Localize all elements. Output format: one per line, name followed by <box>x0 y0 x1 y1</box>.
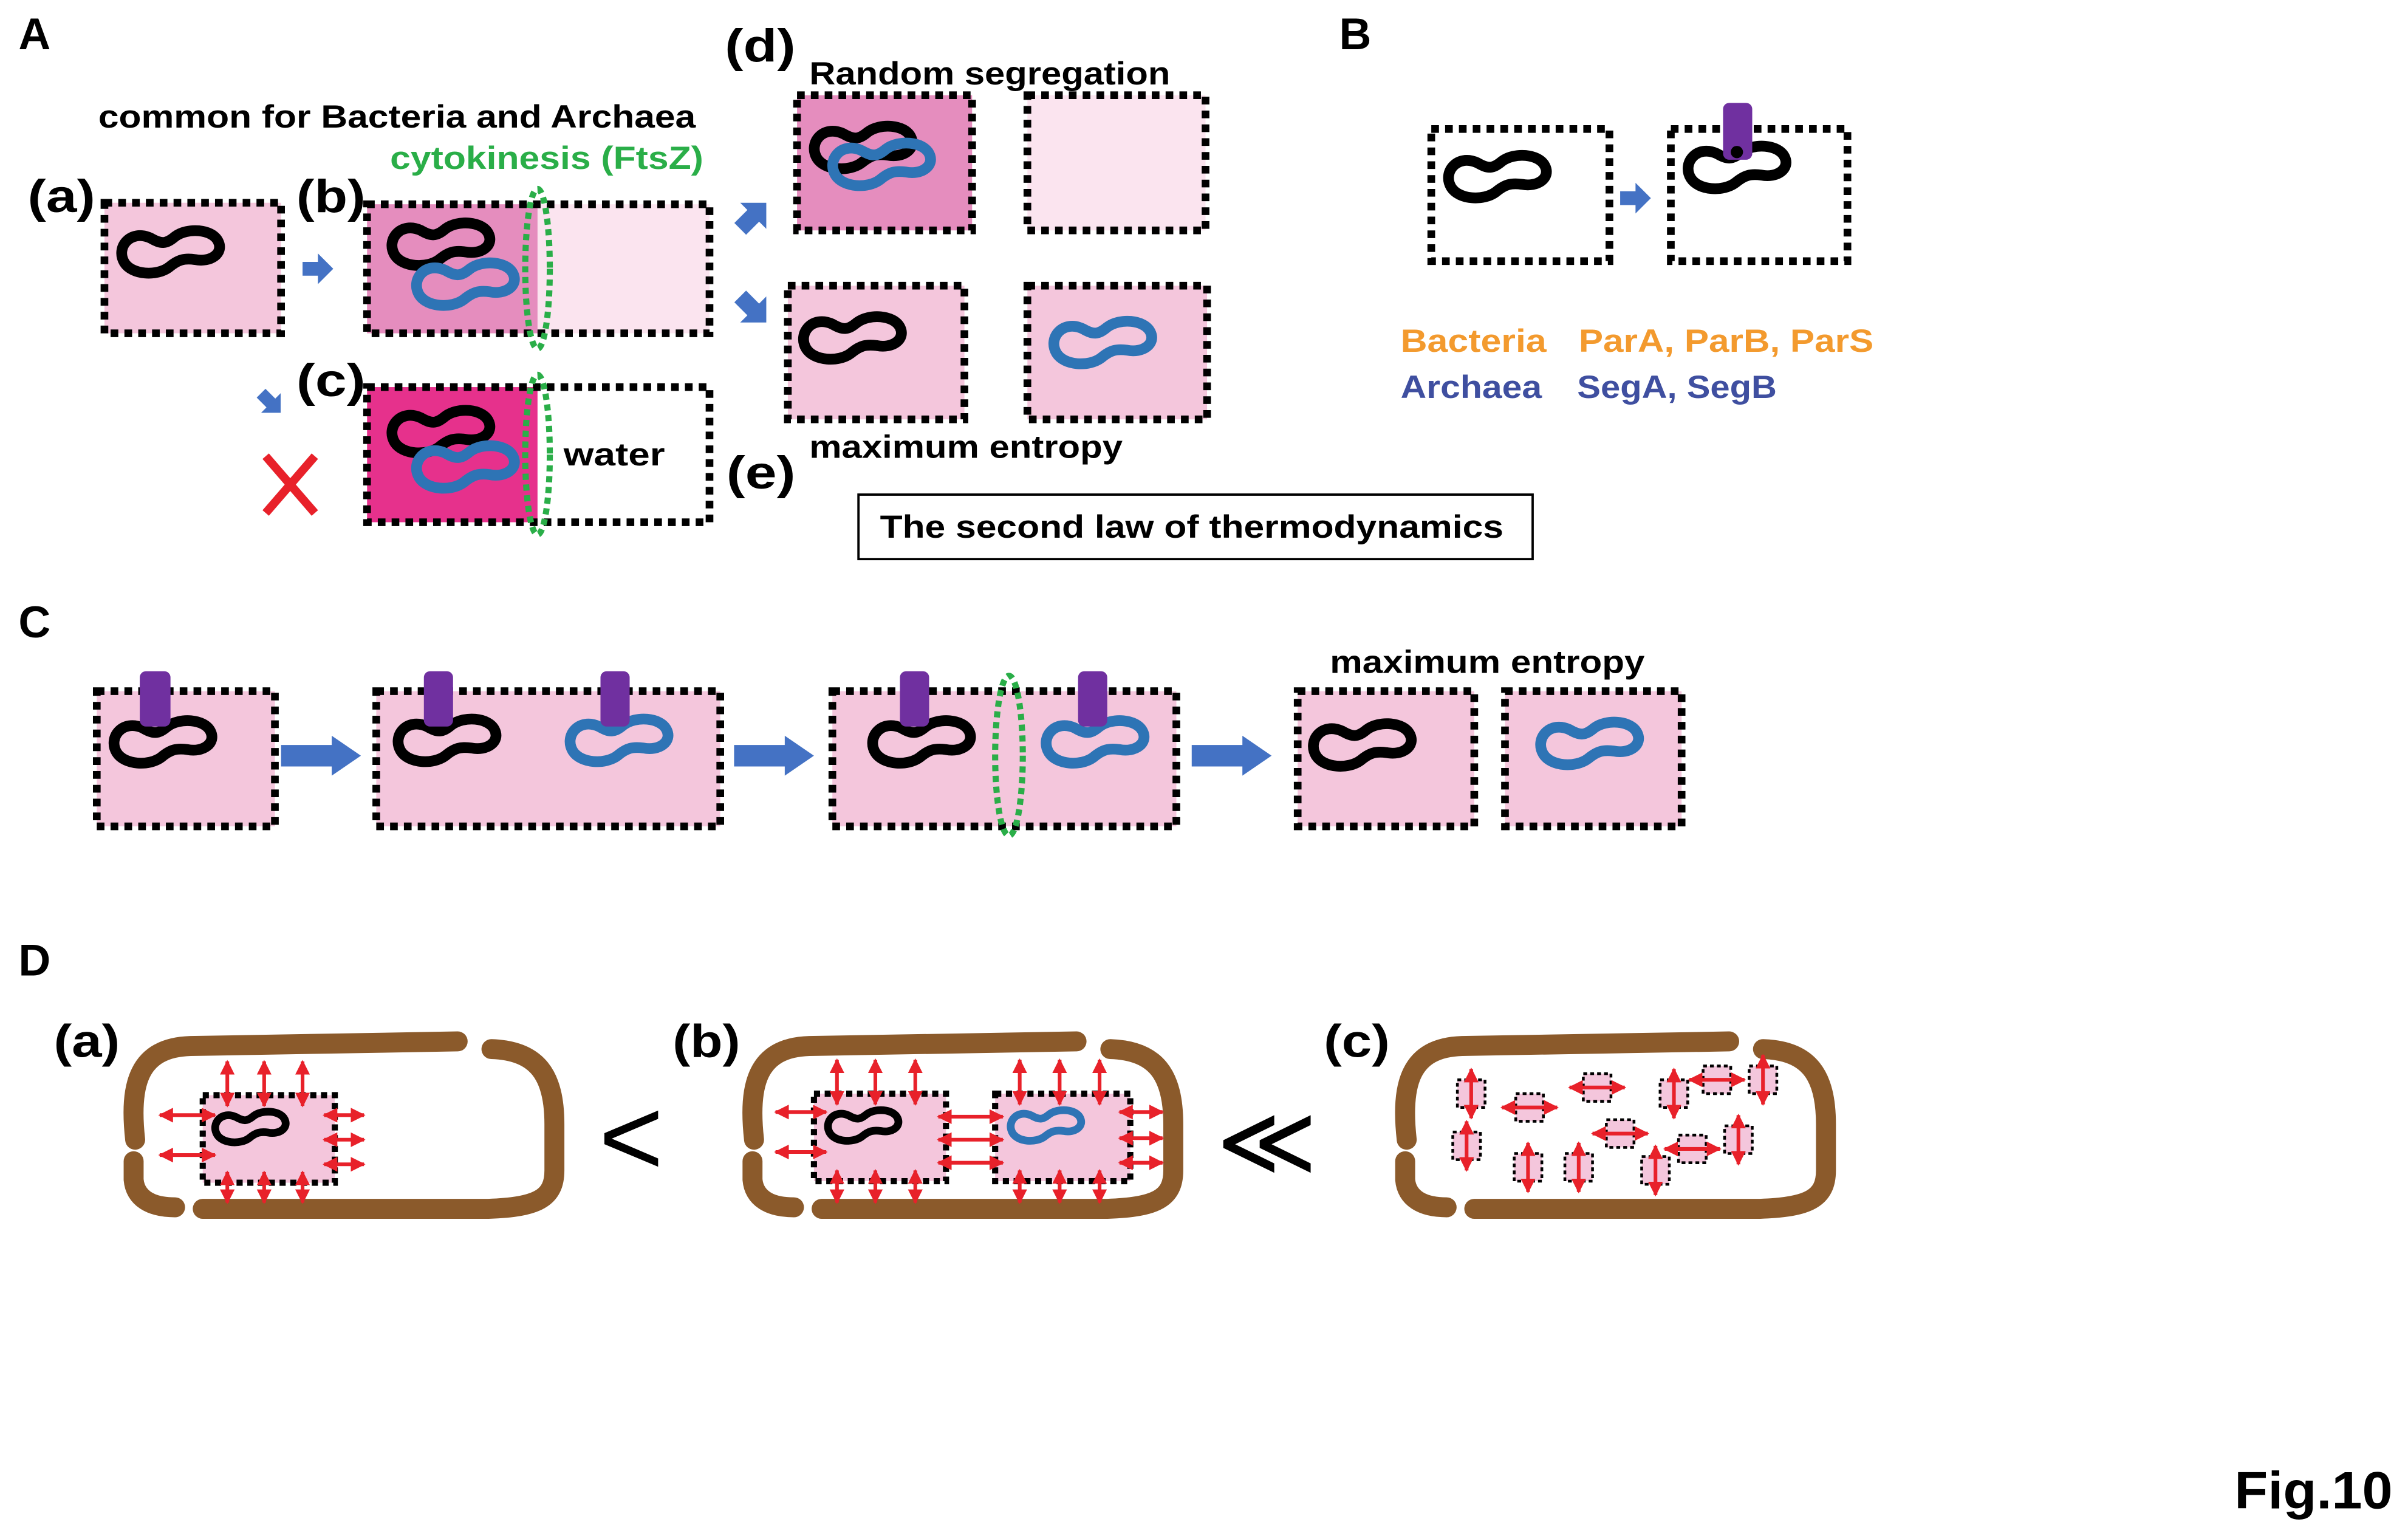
cytokinesis-label: cytokinesis (FtsZ) <box>390 140 703 176</box>
panel-a: A common for Bacteria and Archaea cytoki… <box>18 9 1534 561</box>
maximum-entropy-label: maximum entropy <box>1330 644 1645 680</box>
panel-label-b: B <box>1339 9 1371 59</box>
legend-bacteria-proteins: ParA, ParB, ParS <box>1579 323 1873 359</box>
process-arrow-right <box>734 735 814 776</box>
sublabel-d-a: (a) <box>54 1015 120 1067</box>
cell-b <box>363 185 714 352</box>
cell-c <box>363 371 714 538</box>
comparison-less-than: < <box>599 1075 663 1199</box>
sublabel-a: (a) <box>28 171 95 222</box>
legend-bacteria: Bacteria <box>1401 323 1547 359</box>
process-arrow-right <box>1191 735 1272 776</box>
process-arrow-up-right <box>727 190 779 242</box>
partition-protein <box>600 671 630 727</box>
reject-x-icon <box>262 453 318 516</box>
cell-stage-3 <box>828 687 1180 831</box>
cell-d-right-empty <box>1023 91 1209 235</box>
pressure-arrows-a <box>158 1060 366 1204</box>
ftsz-ring <box>522 185 553 352</box>
ftsz-ring <box>522 371 553 538</box>
partition-protein <box>140 671 171 727</box>
cell-d-left <box>793 91 976 235</box>
sublabel-c: (c) <box>296 355 366 406</box>
partition-protein <box>1723 103 1753 160</box>
sublabel-d: (d) <box>725 20 795 72</box>
panel-c: C maximum entropy <box>18 597 1686 839</box>
panel-b: B Bacteria ParA, ParB, ParS Archaea SegA… <box>1339 9 1873 405</box>
cell-after <box>1667 125 1852 266</box>
sublabel-b: (b) <box>296 171 366 222</box>
pressure-arrows-b <box>774 1058 1165 1204</box>
ftsz-ring <box>992 673 1026 839</box>
panel-d: D (a) < (b) ≪ (c) <box>18 935 1825 1209</box>
cell-b-membrane <box>363 200 714 337</box>
common-caption: common for Bacteria and Archaea <box>98 99 696 135</box>
dispersed-compartments-c <box>1451 1054 1779 1197</box>
process-arrow-right <box>281 735 361 776</box>
panel-label-c: C <box>18 597 50 647</box>
sublabel-d-c: (c) <box>1324 1015 1390 1067</box>
random-segregation-label: Random segregation <box>809 56 1170 92</box>
panel-label-d: D <box>18 935 50 985</box>
sublabel-e: (e) <box>727 447 796 499</box>
law-box <box>857 493 1534 561</box>
process-arrow-down-right <box>727 283 779 336</box>
partition-protein <box>1078 671 1107 727</box>
process-arrow-down-right <box>251 383 291 423</box>
process-arrow-right <box>303 253 333 284</box>
water-label: water <box>563 437 665 473</box>
sublabel-d-b: (b) <box>672 1015 740 1067</box>
process-arrow-right <box>1620 182 1651 214</box>
cell-c-membrane <box>363 383 714 526</box>
partition-protein <box>900 671 929 727</box>
figure-label: Fig.10 <box>2234 1461 2392 1520</box>
legend-archaea-proteins: SegA, SegB <box>1577 369 1777 405</box>
panel-label-a: A <box>18 9 50 59</box>
comparison-much-less-than: ≪ <box>1216 1085 1318 1199</box>
legend-archaea: Archaea <box>1401 369 1542 405</box>
law-label: The second law of thermodynamics <box>880 509 1503 545</box>
maximum-entropy-label: maximum entropy <box>809 429 1123 465</box>
centromere-dot <box>1731 146 1743 159</box>
cell-wall <box>134 1041 555 1209</box>
partition-protein <box>423 671 453 727</box>
